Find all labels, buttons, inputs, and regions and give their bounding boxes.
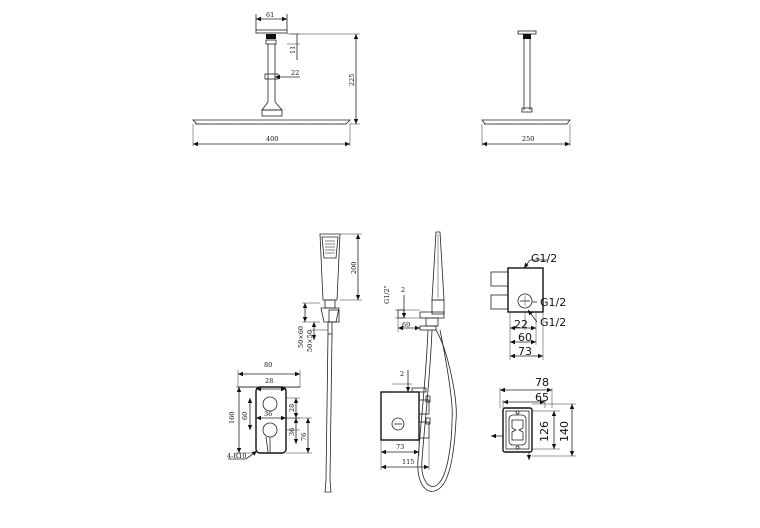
dim-50x50: 50×50 xyxy=(306,330,314,352)
dim-200: 200 xyxy=(350,262,358,274)
dim-22-box: 22 xyxy=(514,318,528,331)
dim-28-top: 28 xyxy=(265,377,273,385)
dim-60-box: 60 xyxy=(518,331,532,344)
valve-body-side-view: 2 73 115 xyxy=(380,370,431,470)
concealed-box-front-view: 78 65 126 140 xyxy=(491,376,576,460)
dim-225: 225 xyxy=(348,74,356,86)
label-4-r10: 4-R10 xyxy=(227,452,247,460)
dim-160: 160 xyxy=(228,412,236,424)
dim-76: 76 xyxy=(300,433,308,441)
dim-400: 400 xyxy=(266,135,278,143)
label-g12-mid: G1/2 xyxy=(540,296,566,309)
dim-80: 80 xyxy=(264,361,272,369)
label-g12-top: G1/2 xyxy=(531,252,557,265)
rain-shower-front-view: 61 11 22 225 400 xyxy=(192,11,360,147)
dim-28-right: 28 xyxy=(288,404,296,412)
rain-shower-side-view: 250 xyxy=(481,30,571,147)
dim-73-valve: 73 xyxy=(396,443,404,451)
dim-78: 78 xyxy=(535,376,549,389)
concealed-box-side-view: G1/2 G1/2 G1/2 22 60 73 xyxy=(490,252,566,360)
dim-250: 250 xyxy=(522,135,534,143)
dim-22: 22 xyxy=(291,69,299,77)
label-g12-bottom: G1/2 xyxy=(540,316,566,329)
label-g12-quote: G1/2" xyxy=(383,285,391,304)
dim-140: 140 xyxy=(558,421,571,442)
dim-126: 126 xyxy=(538,421,551,442)
dim-36-right: 36 xyxy=(288,428,296,436)
dim-2-valve: 2 xyxy=(400,370,404,378)
dim-36-plate: 36 xyxy=(264,410,272,418)
cover-plate-front-view: 80 28 160 60 36 28 36 76 4-R10 xyxy=(227,361,312,460)
dim-2-hand: 2 xyxy=(401,286,405,294)
dim-11: 11 xyxy=(289,46,297,54)
dim-115: 115 xyxy=(402,458,414,466)
dim-61: 61 xyxy=(266,11,274,19)
hand-shower-front-view: 200 50×60 50×50 xyxy=(297,233,362,493)
dim-60-plate: 60 xyxy=(241,412,249,420)
dim-73-box: 73 xyxy=(518,345,532,358)
dim-65: 65 xyxy=(535,391,549,404)
dim-69: 69 xyxy=(402,321,410,329)
hand-shower-side-view: G1/2" 2 69 xyxy=(383,231,457,492)
dim-50x60: 50×60 xyxy=(297,326,305,348)
